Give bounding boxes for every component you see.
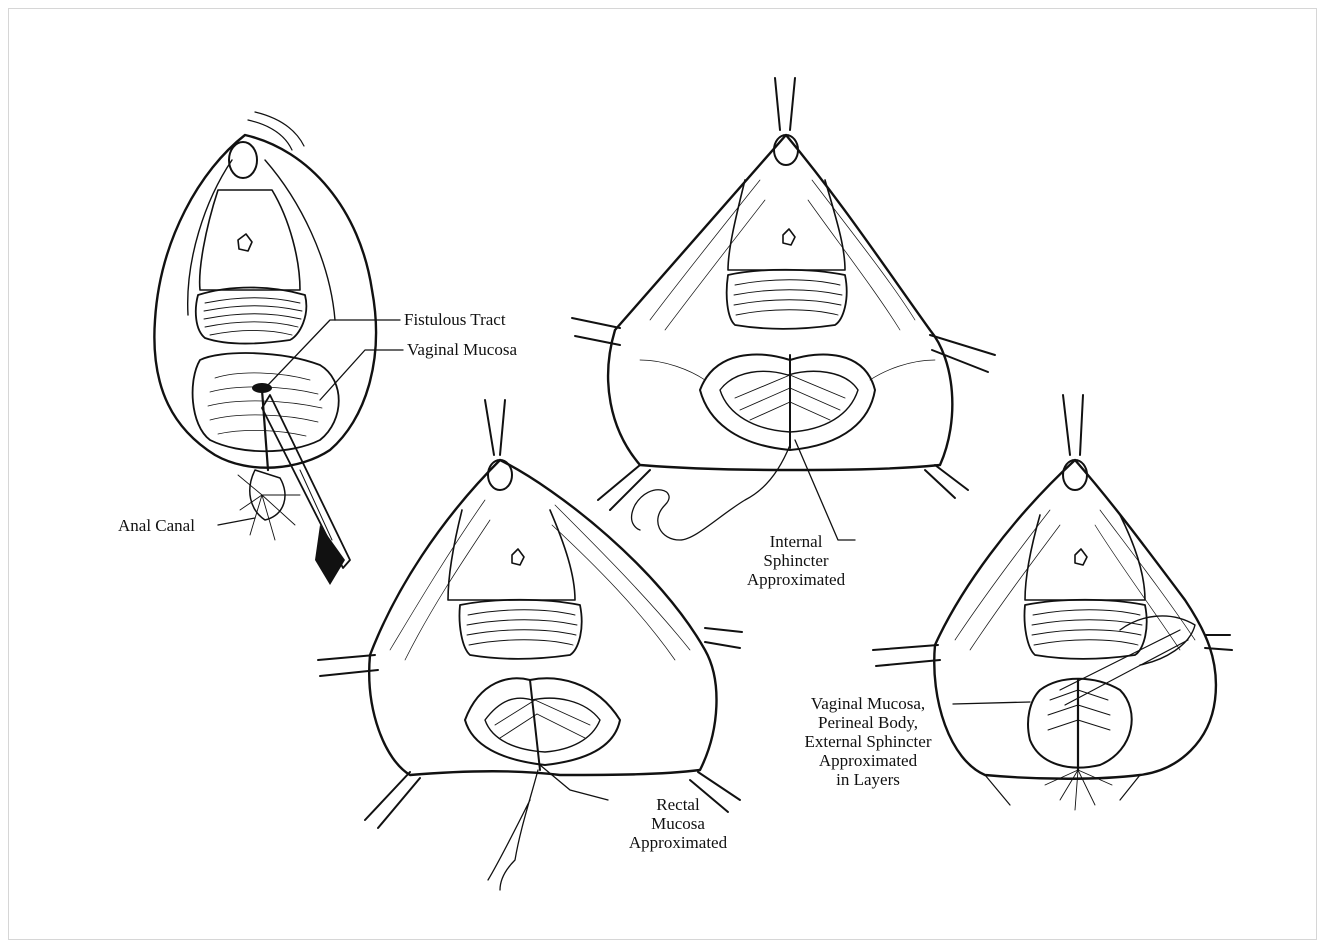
label-fistulous-tract: Fistulous Tract — [404, 310, 506, 329]
panel-1-fistula-exposure — [154, 112, 376, 585]
label-vaginal-mucosa: Vaginal Mucosa — [407, 340, 517, 359]
label-anal-canal: Anal Canal — [118, 516, 195, 535]
label-rectal-mucosa: Rectal Mucosa Approximated — [608, 795, 748, 852]
label-internal-sphincter: Internal Sphincter Approximated — [736, 532, 856, 589]
label-layered-closure: Vaginal Mucosa, Perineal Body, External … — [778, 694, 958, 789]
panel-2-internal-sphincter — [572, 78, 995, 540]
